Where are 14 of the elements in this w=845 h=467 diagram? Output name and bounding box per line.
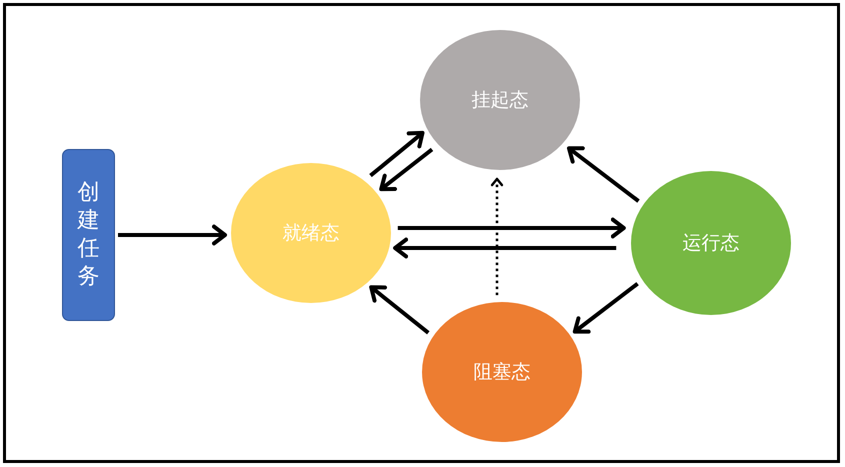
state-ellipse: 阻塞态 — [422, 302, 582, 442]
arrow — [572, 282, 639, 334]
arrow — [567, 146, 640, 203]
state-ellipse: 挂起态 — [420, 30, 580, 170]
dotted-arrow — [490, 178, 504, 296]
state-ellipse: 运行态 — [631, 171, 791, 315]
arrow — [379, 148, 434, 192]
arrow — [393, 238, 616, 258]
state-ellipse: 就绪态 — [231, 163, 391, 303]
task-box: 创建任务 — [62, 149, 115, 321]
arrow — [369, 130, 424, 178]
arrow — [398, 218, 626, 238]
arrow — [118, 224, 227, 246]
arrow — [369, 285, 430, 334]
